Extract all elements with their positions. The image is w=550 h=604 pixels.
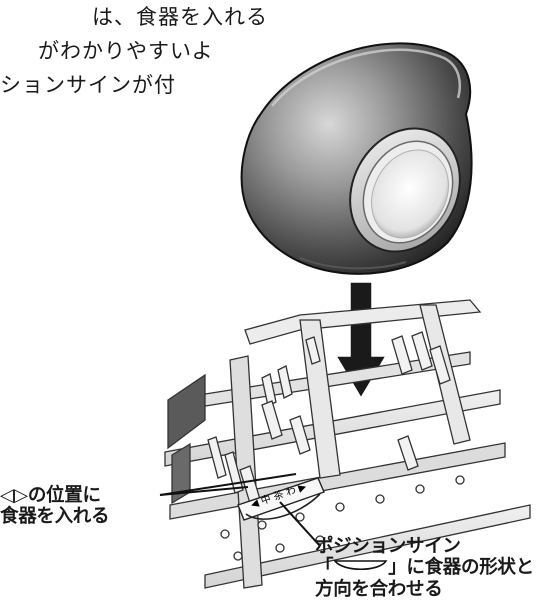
callout-left-line-2: 食器を入れる — [0, 506, 110, 528]
intro-line-1: は、食器を入れる — [92, 5, 268, 29]
position-sign-shape-icon — [333, 560, 388, 571]
callout-right-line-1: ポジションサイン — [315, 536, 461, 557]
intro-text: は、食器を入れる がわかりやすいよ ションサインが付 — [0, 0, 268, 102]
callout-right-line-2-suffix: 」に食器の形状と — [388, 557, 534, 579]
leader-lines — [159, 473, 321, 547]
callout-left-line-1: ◁▷の位置に — [0, 485, 101, 506]
bowl — [240, 42, 473, 275]
callout-insert-position: ◁▷の位置に 食器を入れる — [0, 485, 110, 528]
callout-right-line-2-prefix: 「 — [315, 557, 334, 579]
intro-line-3: ションサインが付 — [0, 73, 176, 98]
callout-right-line-2: 「 」に食器の形状と — [315, 557, 534, 578]
callout-right-line-3: 方向を合わせる — [315, 578, 443, 600]
intro-line-2: がわかりやすいよ — [38, 39, 214, 64]
callout-position-sign: ポジションサイン 「 」に食器の形状と 方向を合わせる — [315, 536, 534, 600]
